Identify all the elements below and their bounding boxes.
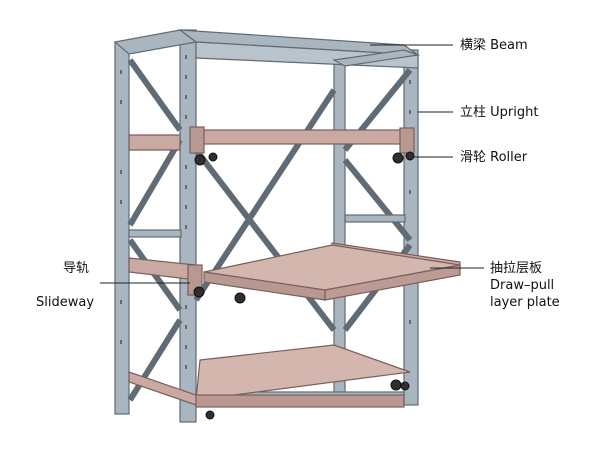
top-bracket xyxy=(189,126,205,154)
top-layer-side xyxy=(128,134,181,151)
brace xyxy=(193,88,337,302)
label-slideway-cn: 导轨 xyxy=(63,261,90,276)
roller xyxy=(208,152,218,162)
roller xyxy=(390,379,402,391)
top-beam-back xyxy=(332,49,419,67)
brace xyxy=(342,158,413,242)
label-plate-cn: 抽拉层板 xyxy=(490,261,543,276)
brace xyxy=(127,58,183,132)
roller xyxy=(405,151,415,161)
bottom-layer-front xyxy=(195,394,405,408)
label-plate-en-1: Draw–pull xyxy=(490,278,555,293)
upright-front-left xyxy=(114,41,130,415)
label-slideway: 导轨 xyxy=(63,260,89,277)
roller xyxy=(205,410,215,420)
top-bracket xyxy=(399,127,415,154)
middle-plate-side xyxy=(324,264,461,301)
brace xyxy=(127,138,183,227)
label-beam: 横梁 Beam xyxy=(460,38,528,53)
side-beam xyxy=(128,229,182,238)
label-plate: 抽拉层板 Draw–pull layer plate xyxy=(490,260,560,311)
roller xyxy=(193,286,205,298)
side-beam xyxy=(344,214,406,223)
label-roller: 滑轮 Roller xyxy=(460,150,528,165)
label-plate-en-2: layer plate xyxy=(490,295,560,310)
upright-back-right xyxy=(403,49,419,406)
brace xyxy=(193,148,337,332)
upright-front-right xyxy=(179,29,197,423)
brace xyxy=(127,318,183,402)
roller xyxy=(392,152,404,164)
top-layer-front xyxy=(195,129,411,145)
roller xyxy=(400,381,410,391)
label-upright: 立柱 Upright xyxy=(460,105,539,120)
bottom-plate-surface xyxy=(195,344,411,401)
roller xyxy=(234,292,246,304)
roller xyxy=(194,154,206,166)
label-slideway-en: Slideway xyxy=(36,295,95,310)
